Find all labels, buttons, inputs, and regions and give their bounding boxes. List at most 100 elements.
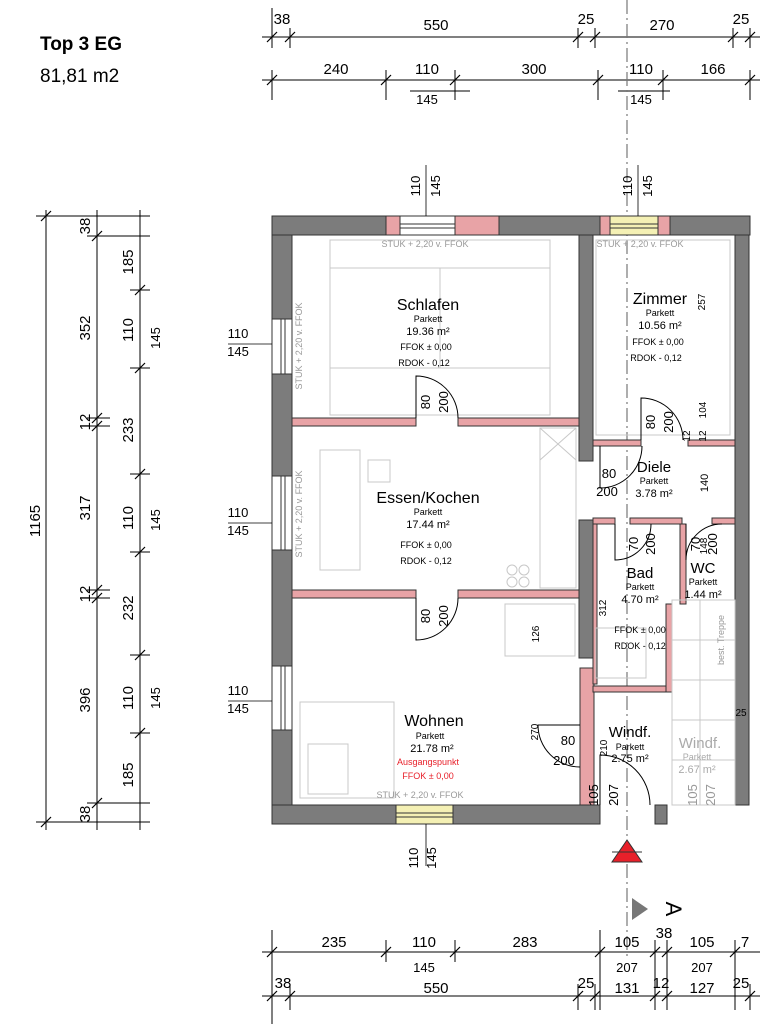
room-essen: Essen/Kochen Parkett 17.44 m² FFOK ± 0,0…: [376, 490, 479, 566]
door-diele-h: 200: [596, 484, 618, 499]
dim-left-outer-4: 317: [77, 495, 94, 520]
room-windf: Windf. Parkett 2.75 m²: [609, 724, 652, 765]
room-wc: WC Parkett 1.44 m²: [684, 560, 722, 601]
dim-left-inner-1: 185: [120, 249, 137, 274]
dim-top2-5: 166: [700, 61, 725, 78]
room-wohnen-ffok: FFOK ± 0,00: [402, 771, 453, 781]
room-bad-rdok: RDOK - 0,12: [614, 641, 666, 651]
room-zimmer-floor: Parkett: [646, 308, 675, 318]
win-left-2-w: 110: [228, 505, 249, 520]
misc-dim-148: 148: [699, 537, 710, 554]
section-letter: A: [661, 902, 686, 917]
room-wc-area: 1.44 m²: [684, 589, 722, 601]
room-diele: Diele Parkett 3.78 m²: [635, 459, 673, 500]
room-windf-name: Windf.: [609, 724, 652, 741]
left-dimension-labels: 1165 38 352 12 317 12 396 38 185 110 233…: [27, 218, 163, 823]
windows: [271, 215, 659, 825]
room-essen-name: Essen/Kochen: [376, 490, 479, 507]
dim-top-4: 270: [649, 17, 674, 34]
room-diele-area: 3.78 m²: [635, 488, 673, 500]
dim-bot2-2: 550: [423, 980, 448, 997]
dim-top-3: 25: [578, 11, 595, 28]
top-dimension-labels: 38 550 25 270 25 240 110 300 110 166 145…: [274, 11, 750, 107]
misc-dim-25: 25: [735, 708, 747, 719]
stuk-zimmer: STUK + 2,20 v. FFOK: [596, 239, 683, 249]
door-dimension-labels: 80 200 80 200 80 200 70 200 70 200 140 8…: [418, 391, 720, 806]
dim-bot2-6: 127: [689, 980, 714, 997]
dim-bot-7: 7: [741, 934, 749, 951]
room-schlafen: Schlafen Parkett 19.36 m² FFOK ± 0,00 RD…: [397, 297, 459, 368]
door-zimmer-h: 200: [661, 411, 676, 433]
dim-bot-5: 38: [656, 925, 673, 942]
win-top-2-w: 110: [620, 176, 635, 197]
dim-bot2-4: 131: [614, 980, 639, 997]
win-left-1-h: 145: [227, 344, 249, 359]
dim-bot-sub-2: 207: [616, 960, 638, 975]
room-bad-floor: Parkett: [626, 582, 655, 592]
misc-dim-210: 210: [599, 739, 610, 756]
dim-left-outer-7: 38: [77, 806, 94, 823]
dim-left-outer-5: 12: [77, 586, 94, 603]
misc-dim-270: 270: [530, 723, 541, 740]
room-windf2: Windf. Parkett 2.67 m²: [678, 735, 721, 776]
room-bad-ffok: FFOK ± 0,00: [614, 625, 665, 635]
misc-dimension-labels: 12 104 12 312 126 270 210 148 25 257: [530, 293, 747, 756]
door-entry-w: 80: [561, 733, 575, 748]
plan-header: Top 3 EG 81,81 m2: [40, 34, 122, 88]
dim-left-outer-1: 38: [77, 218, 94, 235]
dim-top-2: 550: [423, 17, 448, 34]
win-bottom-w: 110: [406, 848, 421, 869]
stuk-wall-1: STUK + 2,20 v. FFOK: [294, 302, 304, 389]
dim-top2-sub-1: 145: [416, 92, 438, 107]
dim-top2-4: 110: [629, 61, 653, 78]
room-schlafen-ffok: FFOK ± 0,00: [400, 342, 451, 352]
door-windf2-w: 105: [685, 784, 700, 806]
room-wc-floor: Parkett: [689, 577, 718, 587]
dim-bot-1: 235: [321, 934, 346, 951]
room-windf-floor: Parkett: [616, 742, 645, 752]
misc-dim-12a: 12: [682, 430, 693, 442]
dim-bot-sub-1: 145: [413, 960, 435, 975]
room-wohnen: Wohnen Parkett 21.78 m² Ausgangspunkt FF…: [397, 713, 464, 781]
room-windf2-floor: Parkett: [683, 752, 712, 762]
door-wc-h: 200: [705, 533, 720, 555]
bottom-dimension-labels: 235 110 283 105 38 105 7 145 207 207 38 …: [275, 925, 750, 997]
left-dimension-chain: [36, 210, 150, 830]
stuk-wohnen: STUK + 2,20 v. FFOK: [376, 790, 463, 800]
dim-bot2-1: 38: [275, 975, 292, 992]
top-dimension-chain: [262, 8, 760, 100]
room-zimmer-ffok: FFOK ± 0,00: [632, 337, 683, 347]
room-essen-floor: Parkett: [414, 507, 443, 517]
room-schlafen-area: 19.36 m²: [406, 326, 450, 338]
dim-left-sub-2: 145: [148, 509, 163, 531]
dim-left-inner-7: 185: [120, 762, 137, 787]
dim-left-inner-5: 232: [120, 595, 137, 620]
dim-left-outer-2: 352: [77, 315, 94, 340]
room-bad: Bad Parkett 4.70 m² FFOK ± 0,00 RDOK - 0…: [614, 565, 666, 651]
door-wc-sill: 140: [699, 474, 711, 492]
win-left-2-h: 145: [227, 523, 249, 538]
unit-area: 81,81 m2: [40, 66, 120, 87]
room-diele-floor: Parkett: [640, 476, 669, 486]
room-zimmer-area: 10.56 m²: [638, 320, 682, 332]
win-left-1-w: 110: [228, 326, 249, 341]
zimmer-height: 257: [697, 293, 708, 310]
room-wohnen-area: 21.78 m²: [410, 743, 454, 755]
win-top-2-h: 145: [640, 175, 655, 197]
win-bottom-h: 145: [424, 847, 439, 869]
room-zimmer-name: Zimmer: [633, 291, 688, 308]
door-diele-w: 80: [602, 466, 616, 481]
dim-bot2-3: 25: [578, 975, 595, 992]
room-bad-area: 4.70 m²: [621, 594, 659, 606]
furniture: [299, 239, 736, 806]
room-windf2-name: Windf.: [679, 735, 722, 752]
stuk-wall-2: STUK + 2,20 v. FFOK: [294, 470, 304, 557]
walls: [271, 215, 751, 825]
dim-bot-sub-3: 207: [691, 960, 713, 975]
win-left-3-h: 145: [227, 701, 249, 716]
door-schlafen-h: 200: [436, 391, 451, 413]
room-wohnen-floor: Parkett: [416, 731, 445, 741]
misc-dim-312: 312: [598, 599, 609, 616]
dim-left-inner-6: 110: [120, 686, 137, 710]
